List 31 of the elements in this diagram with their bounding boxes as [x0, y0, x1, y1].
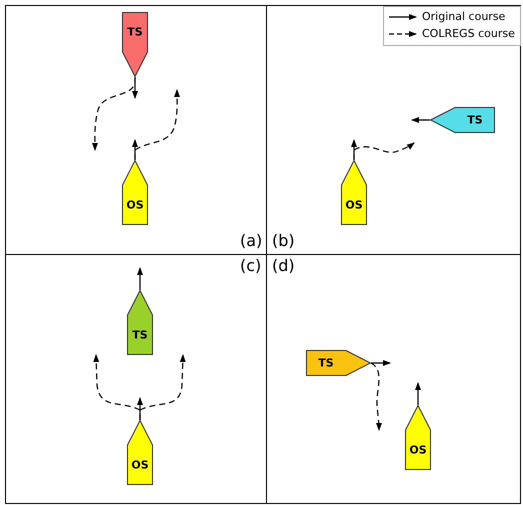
- dashed-course-arrow: [370, 362, 382, 431]
- course-arrow: [411, 117, 430, 123]
- dashed-course-arrow: [353, 142, 415, 160]
- ship-label: TS: [127, 26, 143, 38]
- dashed-course-arrow: [92, 77, 136, 151]
- panel-label: (d): [272, 257, 295, 275]
- ship-hull: [122, 12, 148, 77]
- course-arrow: [371, 360, 391, 366]
- ship-label: OS: [409, 444, 427, 456]
- ship-hull: [430, 107, 495, 133]
- course-arrow: [137, 267, 143, 290]
- ship-hull: [405, 405, 431, 470]
- ship-hull: [127, 420, 153, 485]
- ship-hull: [306, 350, 371, 376]
- ship-label: TS: [467, 114, 483, 126]
- panel-label: (a): [240, 232, 262, 250]
- ship-hull: [122, 160, 148, 225]
- legend-text: COLREGS course: [422, 27, 515, 41]
- ship-label: TS: [318, 356, 334, 370]
- legend-text: Original course: [422, 10, 506, 24]
- course-arrow: [415, 382, 421, 405]
- ship-label: TS: [132, 328, 148, 342]
- ship-hull: [127, 290, 153, 355]
- panel-label: (b): [272, 232, 295, 250]
- ship-label: OS: [345, 198, 363, 212]
- ship-label: OS: [131, 458, 149, 472]
- dashed-course-arrow: [134, 89, 180, 160]
- panel-label: (c): [240, 257, 262, 275]
- ship-label: OS: [126, 198, 144, 212]
- dashed-course-arrow: [139, 354, 186, 420]
- ship-hull: [341, 160, 367, 225]
